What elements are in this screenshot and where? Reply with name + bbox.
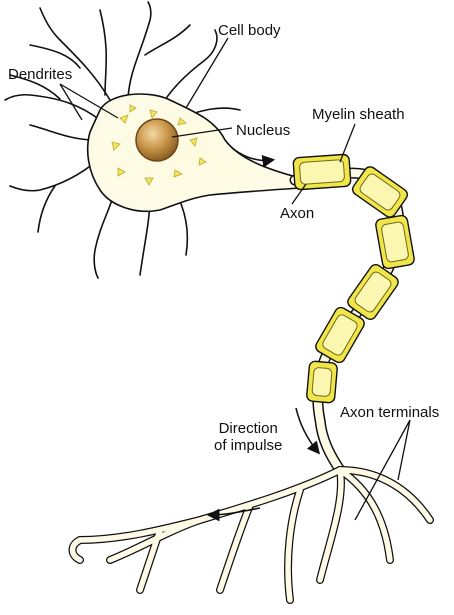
arrow-middle [295,407,321,455]
leader-lines-group [59,37,411,521]
axon-label: Axon [280,205,315,222]
cell-body-shape [86,93,301,213]
leader-dendrites [59,83,83,121]
cell-body-label: Cell body [218,22,281,39]
myelin-sheath-group [292,153,415,404]
myelin-sheath-label: Myelin sheath [312,106,405,123]
leader-axon [291,183,307,205]
direction-of-impulse-label: Direction of impulse [214,420,283,454]
leader-dendrites-2 [59,83,119,119]
leader-terminals-1 [354,419,411,521]
direction-arrows-group [206,147,321,522]
arrow-bottom [206,507,261,522]
arrow-top [231,147,276,168]
granules-group [111,104,207,186]
leader-terminals-2 [397,419,411,481]
axon-terminals-label: Axon terminals [340,404,440,421]
nucleus-label: Nucleus [236,122,291,139]
leader-cell-body [185,37,229,109]
axon-terminals-group [68,466,434,604]
nucleus-shape [135,118,179,162]
dendrites-group [4,1,241,279]
leader-myelin [339,123,356,163]
leader-nucleus [171,127,233,138]
dendrites-label: Dendrites [8,66,73,83]
